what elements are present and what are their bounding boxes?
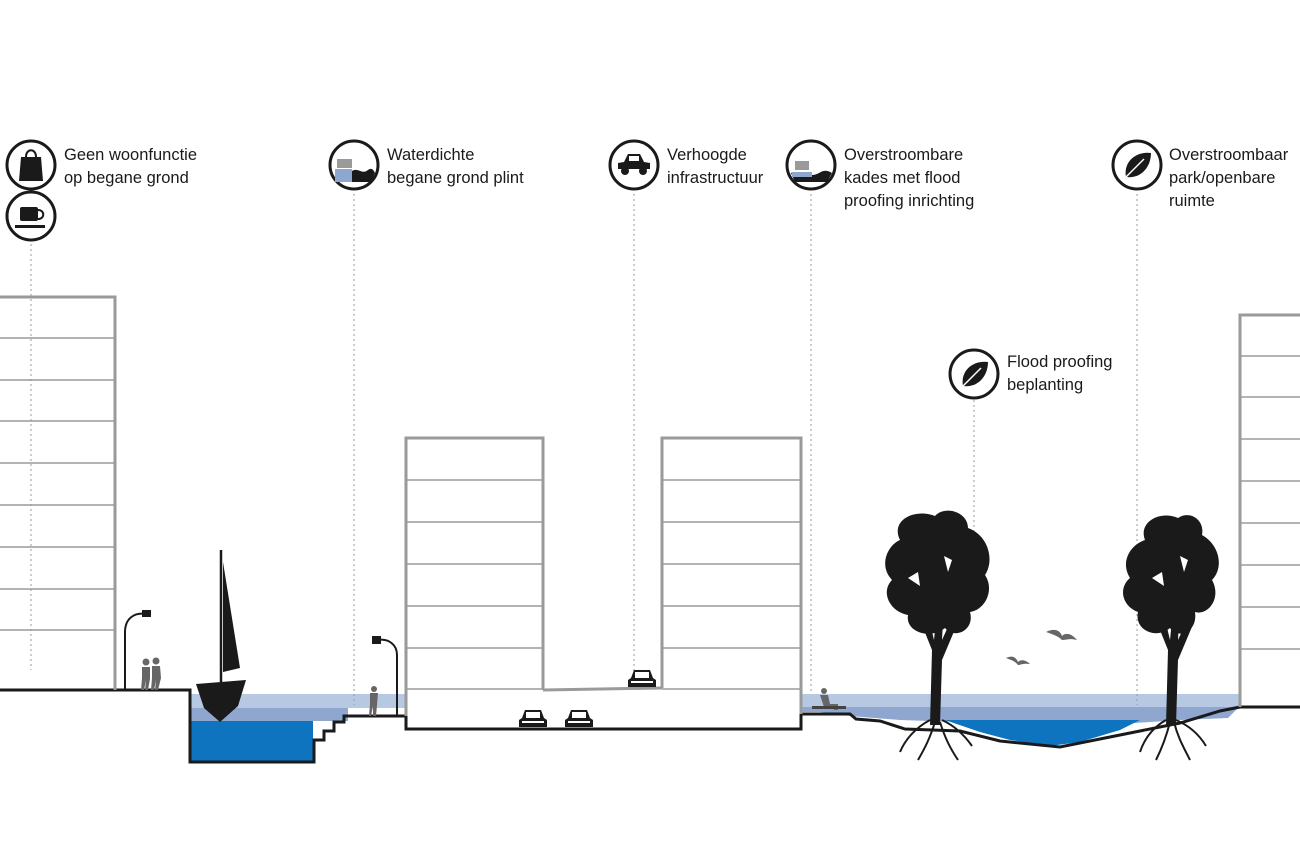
car-garage-2 bbox=[565, 710, 593, 727]
label-geen-woonfunctie: Geen woonfunctie op begane grond bbox=[64, 144, 197, 190]
label-line: Overstroombaar bbox=[1169, 146, 1289, 164]
building-middle-left bbox=[404, 436, 545, 716]
shopping-bag-icon bbox=[5, 139, 57, 191]
street-lamp-middle bbox=[372, 636, 398, 716]
ground-profile bbox=[0, 688, 1300, 764]
label-waterdichte-plint: Waterdichte begane grond plint bbox=[387, 144, 524, 190]
park-water-deep bbox=[945, 720, 1140, 746]
label-line: Geen woonfunctie bbox=[64, 146, 198, 164]
water-layers bbox=[191, 694, 1239, 762]
label-line: op begane grond bbox=[64, 169, 189, 187]
person-standing bbox=[369, 686, 378, 716]
street-lamp-left bbox=[124, 610, 151, 690]
label-line: Overstroombare bbox=[844, 146, 964, 164]
building-right bbox=[1238, 313, 1300, 707]
sailboat bbox=[196, 550, 246, 722]
leaf-icon bbox=[1111, 139, 1163, 191]
building-middle-right bbox=[660, 436, 803, 714]
waterproof-plinth-icon bbox=[328, 139, 380, 191]
label-line: Flood proofing bbox=[1007, 353, 1113, 371]
label-line: Verhoogde bbox=[667, 146, 747, 164]
label-overstroombaar-park: Overstroombaar park/openbare ruimte bbox=[1169, 144, 1288, 213]
label-line: Waterdichte bbox=[387, 146, 475, 164]
label-line: ruimte bbox=[1169, 192, 1215, 210]
tree-right bbox=[1123, 515, 1219, 761]
canal-water-deep bbox=[191, 720, 313, 762]
label-line: proofing inrichting bbox=[844, 192, 975, 210]
birds bbox=[1006, 629, 1077, 665]
car-icon bbox=[608, 139, 660, 191]
label-verhoogde-infrastructuur: Verhoogde infrastructuur bbox=[667, 144, 763, 190]
label-line: park/openbare bbox=[1169, 169, 1276, 187]
leaf-icon bbox=[948, 348, 1000, 400]
canal-water-light bbox=[191, 694, 406, 708]
flood-quay-icon bbox=[785, 139, 837, 191]
park-water-light bbox=[802, 694, 1239, 708]
label-line: kades met flood bbox=[844, 169, 961, 187]
car-garage-1 bbox=[519, 710, 547, 727]
people-walking bbox=[141, 657, 161, 690]
label-line: beplanting bbox=[1007, 376, 1084, 394]
label-overstroombare-kades: Overstroombare kades met flood proofing … bbox=[844, 144, 974, 213]
building-left bbox=[0, 295, 117, 690]
person-sitting bbox=[812, 688, 846, 710]
coffee-cup-icon bbox=[5, 190, 57, 242]
label-line: infrastructuur bbox=[667, 169, 764, 187]
leader-lines bbox=[30, 194, 1138, 705]
label-line: begane grond plint bbox=[387, 169, 524, 187]
raised-road-deck bbox=[542, 686, 663, 692]
tree-left bbox=[885, 510, 990, 761]
label-flood-proofing-beplanting: Flood proofing beplanting bbox=[1007, 351, 1113, 397]
car-raised bbox=[628, 670, 656, 687]
